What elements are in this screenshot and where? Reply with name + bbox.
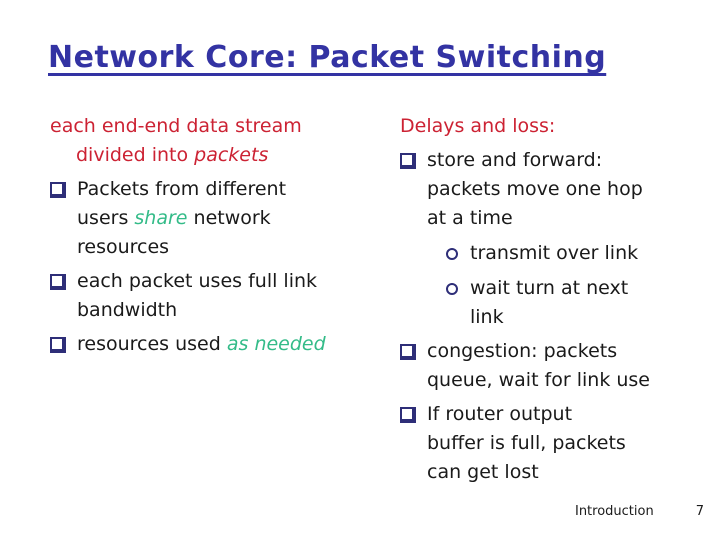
bullet-text: each packet uses full link bandwidth (77, 270, 318, 321)
bullet-text: network resources (77, 207, 271, 258)
left-intro-emphasis: packets (194, 144, 269, 166)
right-sub-item-wait-turn: wait turn at next link (446, 274, 712, 332)
right-bullet-item-store-forward: store and forward: packets move one hop … (400, 146, 712, 233)
right-bullet-item-buffer-full: If router output buffer is full, packets… (400, 400, 712, 487)
square-bullet-icon (400, 344, 416, 360)
bullet-text-emphasis: as needed (226, 333, 326, 355)
left-intro-lead: each end-end data stream divided into (50, 115, 302, 166)
footer-page-number: 7 (695, 504, 704, 519)
bullet-text: store and forward: packets move one hop … (427, 149, 643, 229)
right-column-heading: Delays and loss: (400, 115, 556, 137)
footer-section-label: Introduction (574, 504, 654, 519)
square-bullet-icon (50, 182, 66, 198)
slide-title: Network Core: Packet Switching (48, 40, 607, 75)
bullet-text: Packets from different users (77, 178, 287, 229)
left-intro-paragraph: each end-end data stream divided into pa… (50, 112, 390, 170)
bullet-text: resources used (77, 333, 227, 355)
left-bullet-item-full-bandwidth: each packet uses full link bandwidth (50, 267, 390, 325)
left-column: each end-end data stream divided into pa… (50, 112, 390, 359)
square-bullet-icon (400, 407, 416, 423)
bullet-text: If router output buffer is full, packets… (427, 403, 626, 483)
right-column: Delays and loss: store and forward: pack… (400, 112, 712, 487)
left-bullet-item-packets-share: Packets from different users share netwo… (50, 175, 390, 262)
slide-footer: Introduction 7 (0, 504, 704, 519)
sub-bullet-text: wait turn at next link (470, 277, 629, 328)
square-bullet-icon (400, 153, 416, 169)
bullet-text: congestion: packets queue, wait for link… (427, 340, 650, 391)
circle-bullet-icon (446, 283, 458, 295)
bullet-text-emphasis: share (134, 207, 188, 229)
sub-bullet-text: transmit over link (470, 242, 639, 264)
right-sub-item-transmit: transmit over link (446, 239, 712, 268)
square-bullet-icon (50, 337, 66, 353)
right-bullet-item-congestion: congestion: packets queue, wait for link… (400, 337, 712, 395)
left-bullet-item-as-needed: resources used as needed (50, 330, 390, 359)
circle-bullet-icon (446, 248, 458, 260)
square-bullet-icon (50, 274, 66, 290)
